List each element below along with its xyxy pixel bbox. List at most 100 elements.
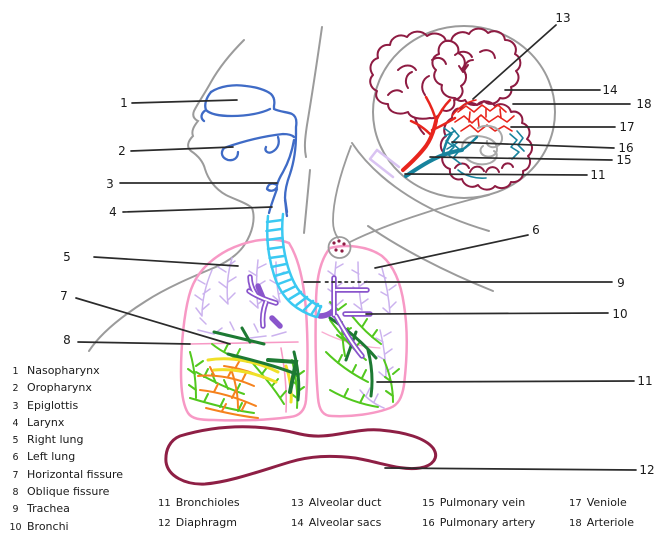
pulmonary-artery-branches <box>409 95 457 136</box>
face-profile-outline <box>88 39 255 352</box>
leader-11-right <box>376 380 635 383</box>
diaphragm-outline <box>164 425 438 486</box>
leader-16 <box>451 141 615 149</box>
trachea-left-rail <box>266 214 318 319</box>
alveolar-sac-clouds <box>369 27 522 135</box>
bronchi <box>246 274 373 359</box>
magnifier <box>327 145 490 259</box>
callout-2: 2 <box>118 144 126 158</box>
leader-5 <box>93 256 239 267</box>
lungs <box>179 238 408 422</box>
capillary-mesh-teal <box>443 127 525 179</box>
magnifier-connector-left <box>332 145 352 239</box>
body-outline <box>88 26 494 352</box>
magnifier-source-circle <box>327 236 352 259</box>
leader-2 <box>130 146 234 152</box>
leader-1 <box>131 99 238 104</box>
alveolar-sacs-scalloped <box>439 100 533 191</box>
magnifier-dots <box>332 239 346 253</box>
nasal-cavity-floor <box>200 90 272 123</box>
nasal-cavity-top <box>209 84 298 136</box>
magnifier-connector-right <box>349 194 490 243</box>
callout-4: 4 <box>109 205 117 219</box>
lavender-branches <box>194 257 397 409</box>
leader-15 <box>429 156 613 161</box>
callout-7: 7 <box>60 289 68 303</box>
right-lung-outline <box>179 238 309 422</box>
shoulder-line <box>351 142 490 232</box>
leader-10 <box>365 312 609 315</box>
callout-1: 1 <box>120 96 128 110</box>
head-airway <box>200 84 298 218</box>
callout-8: 8 <box>63 333 71 347</box>
callout-16: 16 <box>618 141 633 155</box>
orange-branches <box>197 359 265 419</box>
callout-9: 9 <box>617 276 625 290</box>
trachea <box>265 212 323 319</box>
inset-alveoli <box>368 25 556 199</box>
inset-circle <box>372 25 556 199</box>
leader-lines <box>75 24 637 471</box>
dark-green-branches <box>212 316 378 402</box>
alveolar-ducts-gray <box>461 124 504 166</box>
leader-4 <box>122 206 273 213</box>
leader-6 <box>374 234 529 269</box>
callout-12: 12 <box>639 463 654 477</box>
callout-11-inset: 11 <box>590 168 605 182</box>
callout-18: 18 <box>636 97 651 111</box>
soft-palate-uvula <box>264 135 280 154</box>
horizontal-fissure-line <box>188 341 299 345</box>
epiglottis-flap <box>265 182 279 192</box>
callout-numbers: 1 2 3 4 5 6 7 8 9 10 11 12 13 14 18 17 1… <box>60 11 654 477</box>
larynx-outline <box>267 187 289 218</box>
callout-11-right: 11 <box>637 374 652 388</box>
tongue-curl <box>220 146 240 162</box>
pharynx-front-wall <box>275 138 296 187</box>
callout-10: 10 <box>612 307 627 321</box>
leader-12 <box>384 467 637 471</box>
oblique-fissure-line <box>280 347 288 413</box>
chest-arm-line <box>367 225 494 292</box>
callout-15: 15 <box>616 153 631 167</box>
trachea-rings <box>265 218 323 319</box>
callout-13: 13 <box>555 11 570 25</box>
callout-5: 5 <box>63 250 71 264</box>
leader-13 <box>472 24 557 100</box>
leader-8 <box>77 341 191 345</box>
bronchiole-tube <box>368 148 401 179</box>
pharynx-back-wall <box>283 132 298 214</box>
leader-7 <box>75 297 231 345</box>
esophagus-line <box>303 169 311 234</box>
diaphragm <box>164 425 438 486</box>
callout-17: 17 <box>619 120 634 134</box>
leader-11-inset <box>404 173 588 176</box>
left-lung-outline <box>314 244 408 418</box>
palate-line <box>222 132 296 150</box>
pulmonary-vein-vessel <box>404 148 464 178</box>
